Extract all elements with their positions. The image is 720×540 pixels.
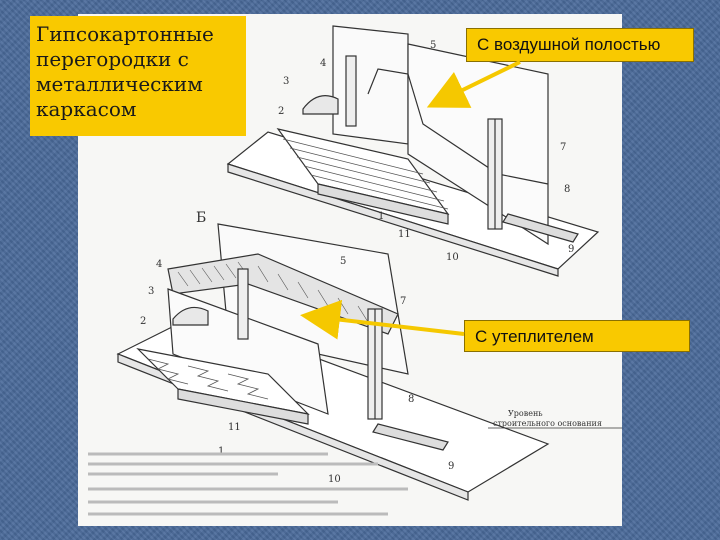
svg-text:8: 8: [564, 184, 570, 195]
svg-text:9: 9: [448, 461, 454, 472]
callout-air-gap: С воздушной полостью: [466, 28, 694, 62]
svg-text:3: 3: [148, 286, 154, 297]
svg-text:11: 11: [228, 422, 241, 433]
svg-text:9: 9: [568, 244, 574, 255]
svg-text:10: 10: [446, 252, 459, 263]
svg-text:Уровень: Уровень: [508, 409, 543, 418]
svg-text:5: 5: [340, 256, 346, 267]
svg-text:4: 4: [320, 58, 326, 69]
section-letter: Б: [196, 210, 206, 226]
svg-text:2: 2: [278, 106, 284, 117]
svg-text:4: 4: [156, 259, 162, 270]
svg-text:7: 7: [400, 296, 406, 307]
slide-title: Гипсокартонные перегородки с металлическ…: [30, 16, 246, 136]
svg-text:7: 7: [560, 142, 566, 153]
svg-text:строительного основания: строительного основания: [493, 419, 602, 428]
svg-text:11: 11: [398, 229, 411, 240]
svg-text:1: 1: [218, 446, 224, 457]
svg-text:5: 5: [430, 40, 436, 51]
ground-level-label: Уровень строительного основания: [493, 409, 602, 428]
svg-text:10: 10: [328, 474, 341, 485]
callout-insulation: С утеплителем: [464, 320, 690, 352]
svg-text:1: 1: [378, 211, 384, 222]
svg-text:3: 3: [283, 76, 289, 87]
svg-text:8: 8: [408, 394, 414, 405]
svg-text:2: 2: [140, 316, 146, 327]
